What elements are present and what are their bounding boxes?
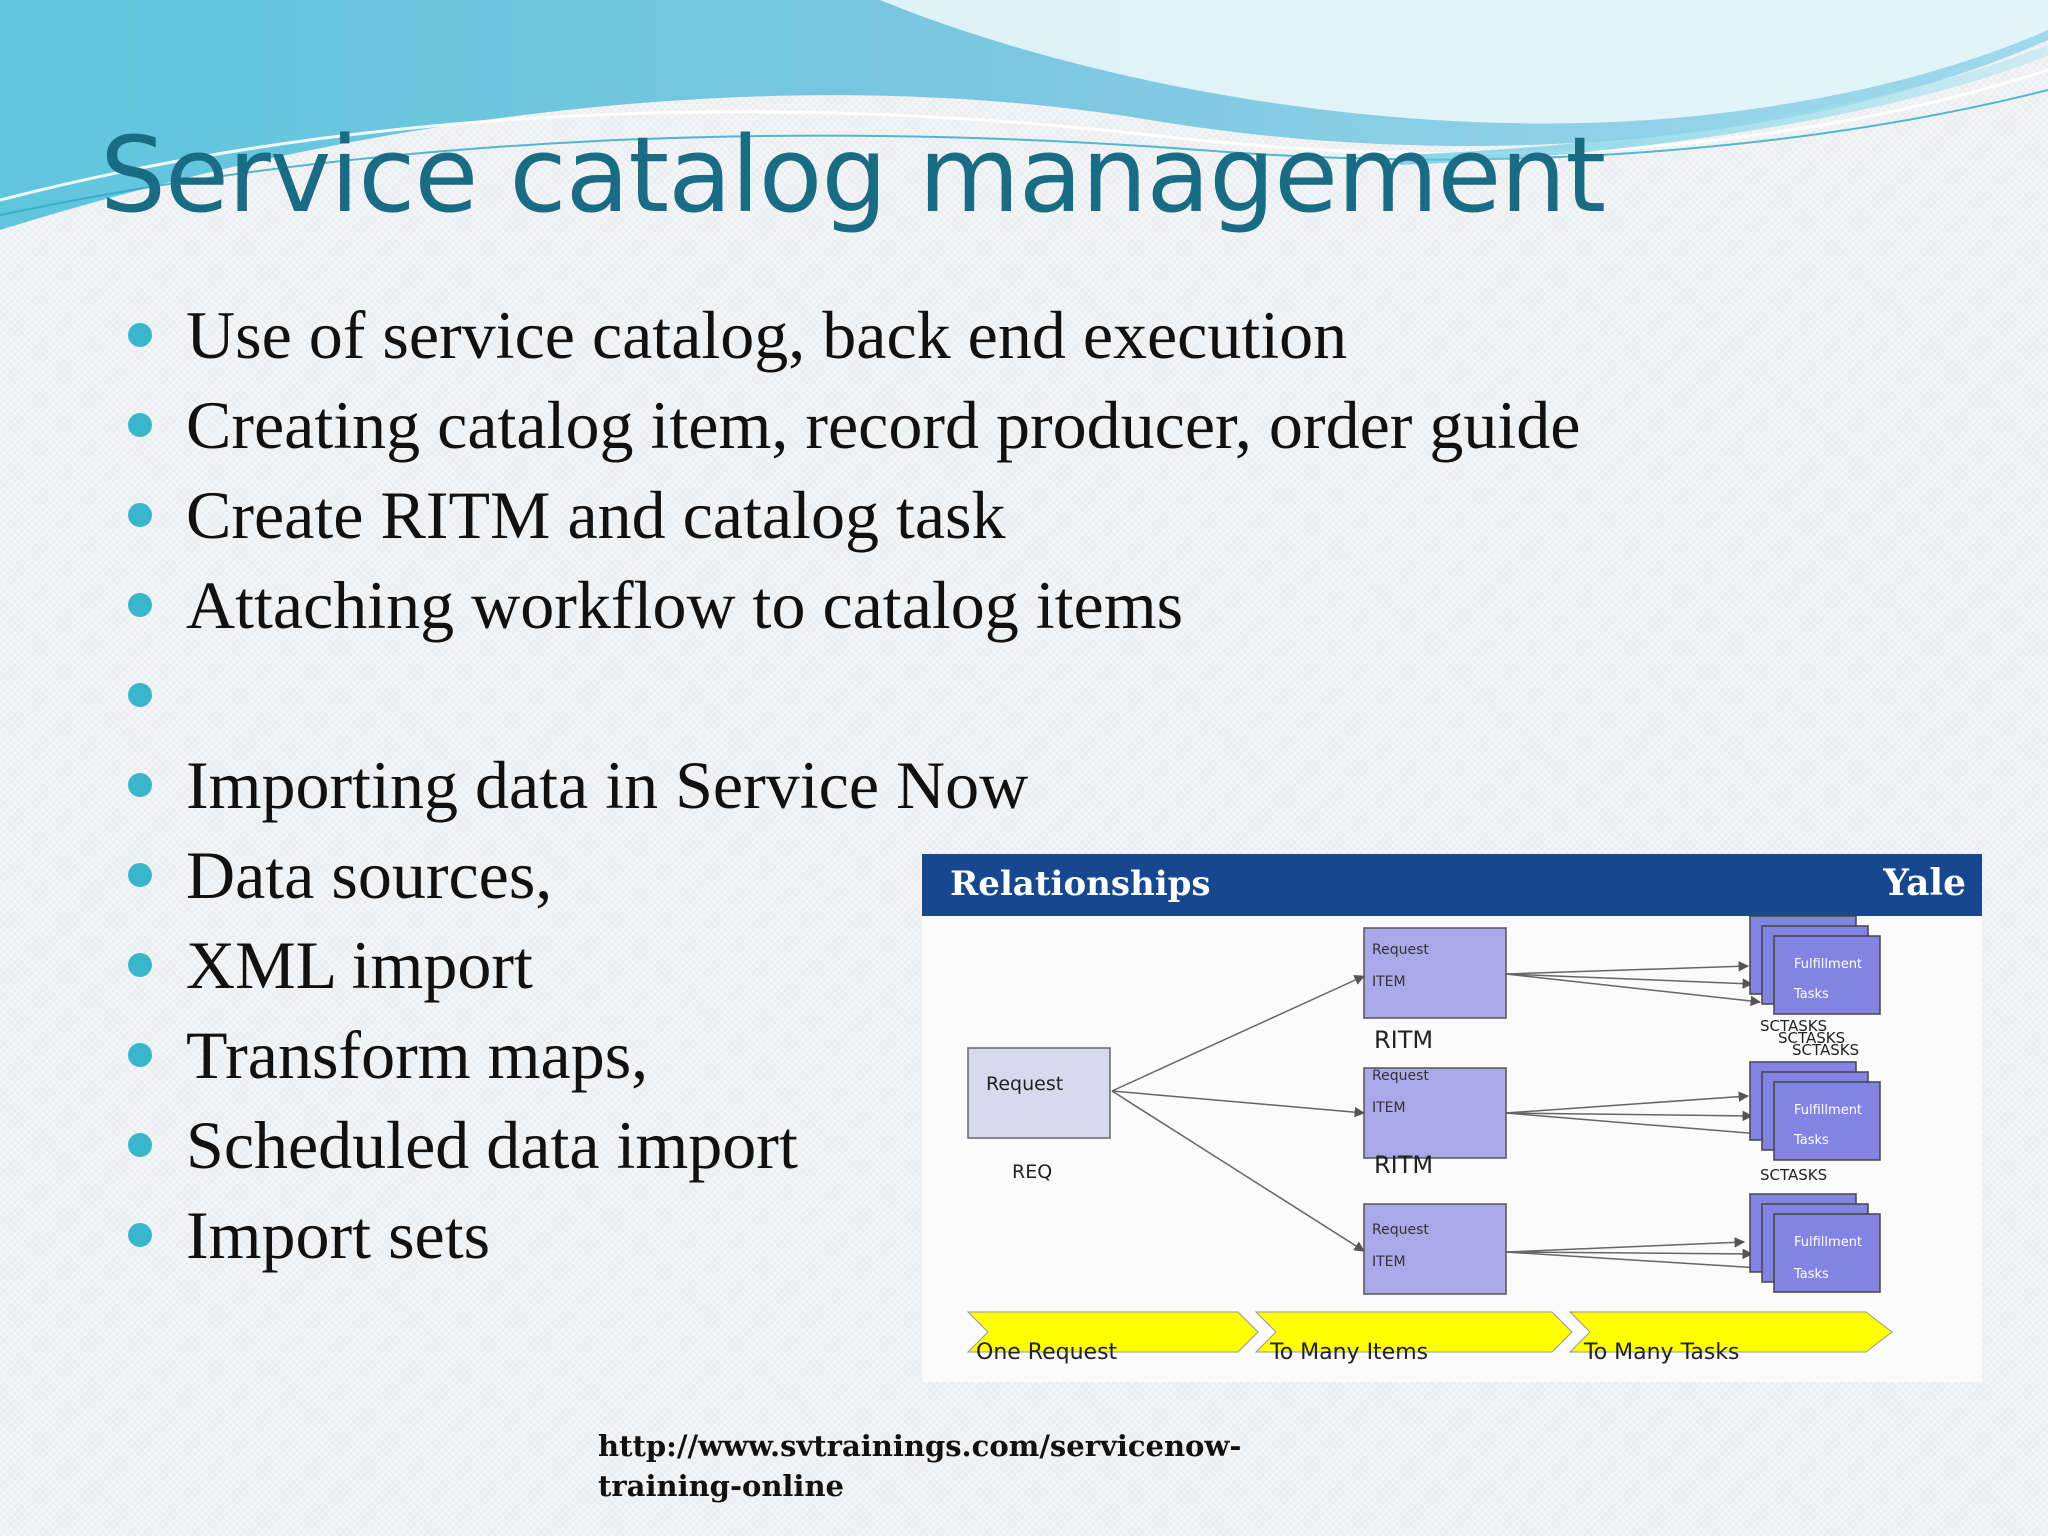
request-box-label: Request (986, 1073, 1063, 1095)
bullet-text: Import sets (186, 1197, 491, 1273)
item-caption: RITM (1374, 1026, 1433, 1054)
item-line2: ITEM (1372, 974, 1406, 990)
bullet-item: Transform maps, (128, 1010, 1580, 1100)
bullet-dot-icon (128, 593, 152, 617)
diagram-canvas: Request REQ Request ITEM RITM Request IT… (966, 916, 1893, 1365)
bullet-item-empty (128, 650, 1580, 740)
fulfillment-task-stack: Fulfillment Tasks SCTASKS SCTASKS SCTASK… (1749, 916, 1881, 1059)
item-caption: RITM (1374, 1151, 1433, 1179)
task-caption: SCTASKS (1760, 1166, 1827, 1184)
item-line1: Request (1372, 942, 1429, 958)
task-line1: Fulfillment (1794, 1235, 1862, 1250)
fulfillment-task-stack: Fulfillment Tasks SCTASKS (1749, 1061, 1881, 1184)
relationships-diagram: Relationships Yale (922, 854, 1982, 1382)
request-item-box: Request ITEM RITM (1363, 1067, 1507, 1179)
task-caption: SCTASKS (1792, 1041, 1859, 1059)
bullet-list: Use of service catalog, back end executi… (128, 290, 1580, 1280)
diagram-header: Relationships Yale (922, 854, 1982, 916)
source-url-line: http://www.svtrainings.com/servicenow- (598, 1429, 1242, 1463)
request-box-caption: REQ (1012, 1161, 1052, 1183)
bullet-item: Creating catalog item, record producer, … (128, 380, 1580, 470)
header-wave-decoration (0, 0, 2048, 230)
bullet-dot-icon (128, 683, 152, 707)
bullet-dot-icon (128, 1223, 152, 1247)
diagram-title: Relationships (950, 864, 1211, 904)
flow-label: To Many Tasks (1583, 1340, 1740, 1365)
fulfillment-task-stack: Fulfillment Tasks (1749, 1193, 1881, 1293)
connector-arrows (1111, 961, 1762, 1273)
source-link[interactable]: http://www.svtrainings.com/servicenow- t… (598, 1426, 1298, 1506)
bullet-dot-icon (128, 1043, 152, 1067)
request-item-box: Request ITEM RITM (1363, 927, 1507, 1054)
bullet-item: XML import (128, 920, 1580, 1010)
task-caption: SCTASKS (1760, 1017, 1827, 1035)
flow-label: To Many Items (1269, 1340, 1428, 1365)
task-line2: Tasks (1793, 1267, 1829, 1282)
bullet-text: Importing data in Service Now (186, 747, 1029, 823)
bullet-dot-icon (128, 1133, 152, 1157)
bullet-text: Scheduled data import (186, 1107, 798, 1183)
task-line2: Tasks (1793, 987, 1829, 1002)
bullet-dot-icon (128, 863, 152, 887)
task-line2: Tasks (1793, 1133, 1829, 1148)
bullet-item: Use of service catalog, back end executi… (128, 290, 1580, 380)
task-line1: Fulfillment (1794, 1103, 1862, 1118)
bullet-text: Data sources, (186, 837, 553, 913)
flow-chevron (1568, 1311, 1893, 1353)
bullet-dot-icon (128, 503, 152, 527)
bullet-text: XML import (186, 927, 533, 1003)
item-line2: ITEM (1372, 1100, 1406, 1116)
flow-chevron (1254, 1311, 1573, 1353)
slide-title: Service catalog management (100, 114, 1606, 236)
flow-label: One Request (976, 1340, 1118, 1365)
bullet-text: Use of service catalog, back end executi… (186, 297, 1348, 373)
bullet-text: Transform maps, (186, 1017, 649, 1093)
bullet-item: Importing data in Service Now (128, 740, 1580, 830)
bullet-item: Create RITM and catalog task (128, 470, 1580, 560)
item-line1: Request (1372, 1068, 1429, 1084)
bullet-dot-icon (128, 323, 152, 347)
bullet-text: Attaching workflow to catalog items (186, 567, 1184, 643)
bullet-dot-icon (128, 773, 152, 797)
diagram-brand-logo: Yale (1883, 862, 1966, 904)
bullet-item: Attaching workflow to catalog items (128, 560, 1580, 650)
bullet-text: Create RITM and catalog task (186, 477, 1006, 553)
bullet-text: Creating catalog item, record producer, … (186, 387, 1581, 463)
request-box: Request REQ (967, 1047, 1111, 1183)
request-item-box: Request ITEM (1363, 1203, 1507, 1295)
bullet-dot-icon (128, 413, 152, 437)
item-line1: Request (1372, 1222, 1429, 1238)
task-caption: SCTASKS (1778, 1029, 1845, 1047)
bullet-item: Data sources, (128, 830, 1580, 920)
bullet-item: Import sets (128, 1190, 1580, 1280)
flow-chevrons: One Request To Many Items To Many Tasks (966, 1311, 1893, 1365)
flow-chevron (966, 1311, 1259, 1353)
source-url-line: training-online (598, 1469, 844, 1503)
item-line2: ITEM (1372, 1254, 1406, 1270)
bullet-dot-icon (128, 953, 152, 977)
bullet-item: Scheduled data import (128, 1100, 1580, 1190)
task-line1: Fulfillment (1794, 957, 1862, 972)
